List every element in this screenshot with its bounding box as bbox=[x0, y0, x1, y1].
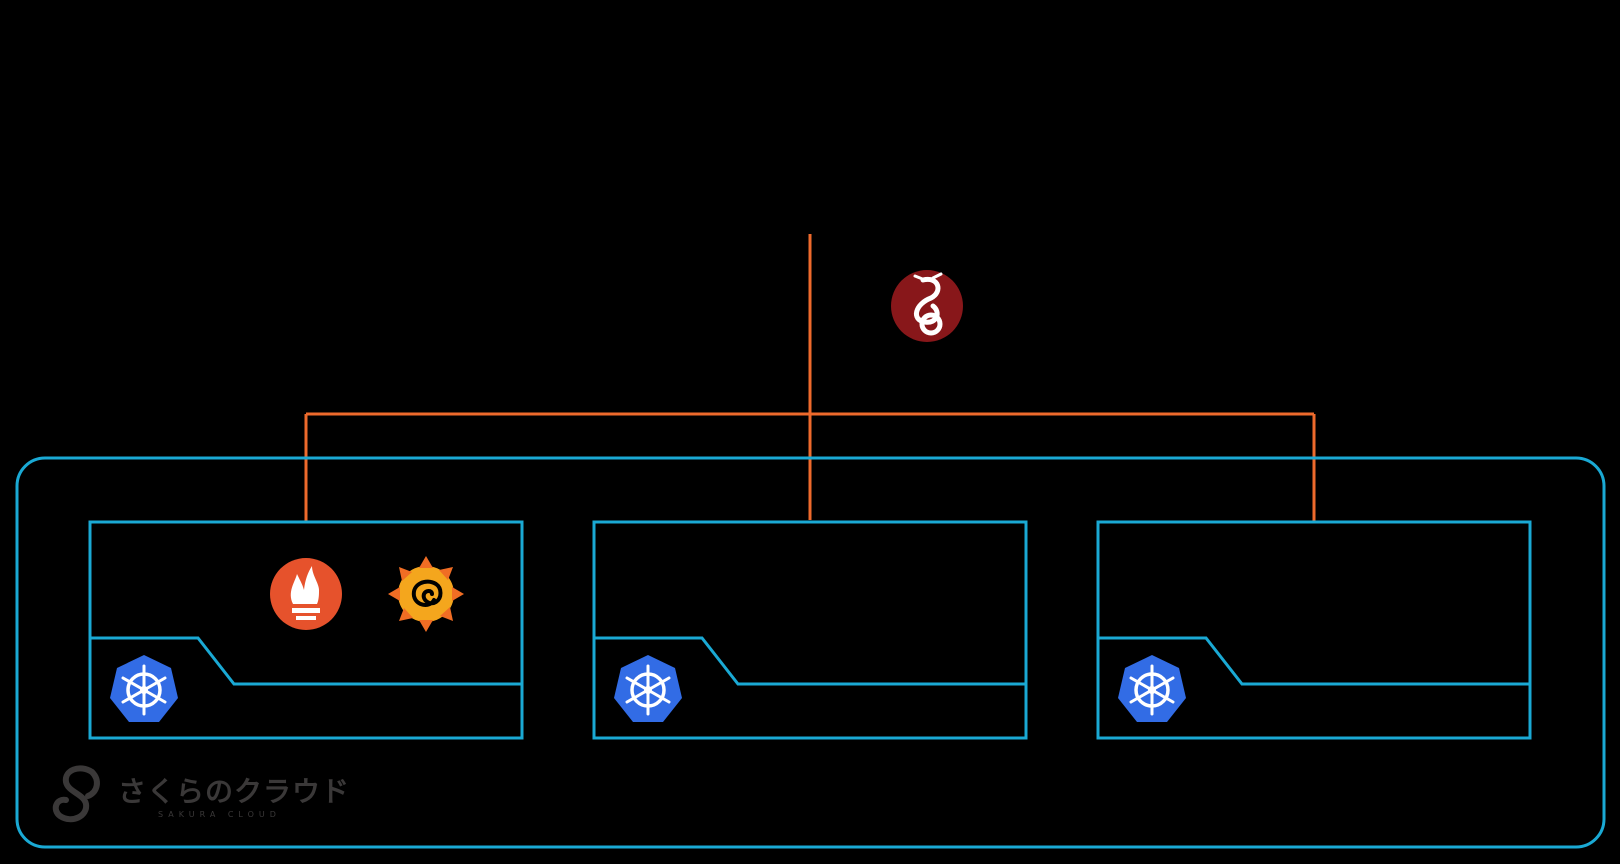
kubernetes-icon bbox=[110, 655, 178, 722]
wireguard-icon bbox=[891, 270, 963, 342]
cloud-region-frame bbox=[15, 456, 1606, 849]
kubernetes-icon bbox=[1118, 655, 1186, 722]
grafana-icon bbox=[388, 556, 464, 632]
node-tab-outline bbox=[594, 636, 1026, 686]
server-box-1 bbox=[88, 520, 524, 740]
prometheus-icon bbox=[270, 558, 342, 630]
server-box-3 bbox=[1096, 520, 1532, 740]
node-tab-outline bbox=[1098, 636, 1530, 686]
cloud-provider-name: さくらのクラウド bbox=[118, 775, 351, 808]
cloud-provider-tagline: SAKURA CLOUD bbox=[158, 810, 281, 819]
sakura-cloud-mark-icon bbox=[52, 765, 100, 823]
node-tab-outline bbox=[90, 636, 522, 686]
kubernetes-icon bbox=[614, 655, 682, 722]
server-box-2 bbox=[592, 520, 1028, 740]
network-lines bbox=[304, 234, 1316, 522]
